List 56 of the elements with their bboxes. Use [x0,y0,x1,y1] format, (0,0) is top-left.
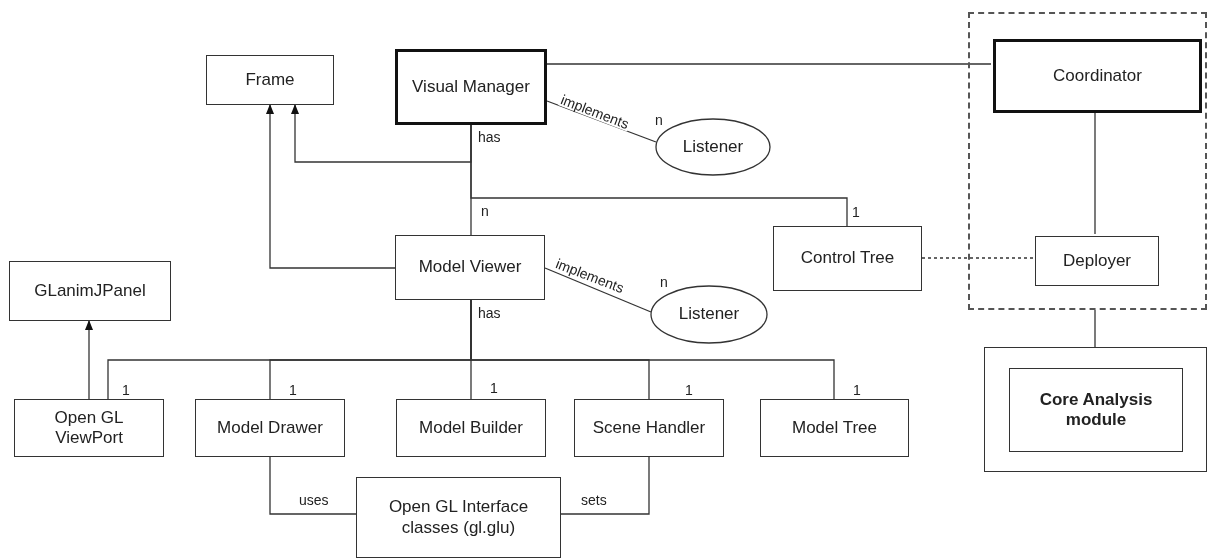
arrow [266,104,396,269]
node-label: Model Drawer [216,417,324,439]
module-box [1009,368,1183,452]
multiplicity-label: 1 [122,383,130,397]
connector-line [544,267,652,313]
class-box [574,399,724,457]
node-label: Scene Handler [591,417,707,439]
class-box [773,226,922,291]
node-label: Core Analysis module [1038,389,1154,431]
node-label: Model Builder [418,417,524,439]
class-box [9,261,171,321]
frame-box [984,347,1207,472]
interface-ellipse [650,285,768,344]
node-label: Open GL ViewPort [53,407,125,449]
connector-line [921,257,1034,259]
connector-line [546,63,992,65]
class-box [14,399,164,457]
connector-line [470,124,848,227]
edge-label: sets [580,493,608,507]
node-label: Listener [681,136,745,158]
class-box [206,55,334,105]
multiplicity-label: n [660,275,668,289]
class-box [993,39,1202,113]
node-label: Model Tree [790,417,878,439]
class-box [395,49,547,125]
class-box [1035,236,1159,286]
multiplicity-label: 1 [853,383,861,397]
multiplicity-label: n [655,113,663,127]
multiplicity-label: 1 [852,205,860,219]
node-label: GLanimJPanel [33,280,147,302]
class-box [195,399,345,457]
node-label: Control Tree [799,248,896,269]
class-box [760,399,909,457]
node-label: Listener [677,304,741,325]
multiplicity-label: 1 [289,383,297,397]
dashed-boundary [968,12,1207,310]
node-label: Deployer [1061,250,1132,272]
class-box [396,399,546,457]
node-label: Coordinator [1052,65,1143,87]
arrow [85,320,93,400]
node-label: Model Viewer [417,257,523,278]
node-label: Frame [244,69,296,91]
class-box [395,235,545,300]
connector-line [560,456,650,515]
multiplicity-label: 1 [685,383,693,397]
multiplicity-label: 1 [490,381,498,395]
arrow [291,104,472,163]
edge-label: has [477,130,502,144]
multiplicity-label: n [481,204,489,218]
edge-label: has [477,306,502,320]
interface-ellipse [655,118,771,176]
connector-line [269,456,357,515]
class-box [356,477,561,558]
node-label: Open GL Interface classes (gl.glu) [387,497,530,538]
node-label: Visual Manager [411,76,531,98]
connector-line [1094,309,1096,348]
